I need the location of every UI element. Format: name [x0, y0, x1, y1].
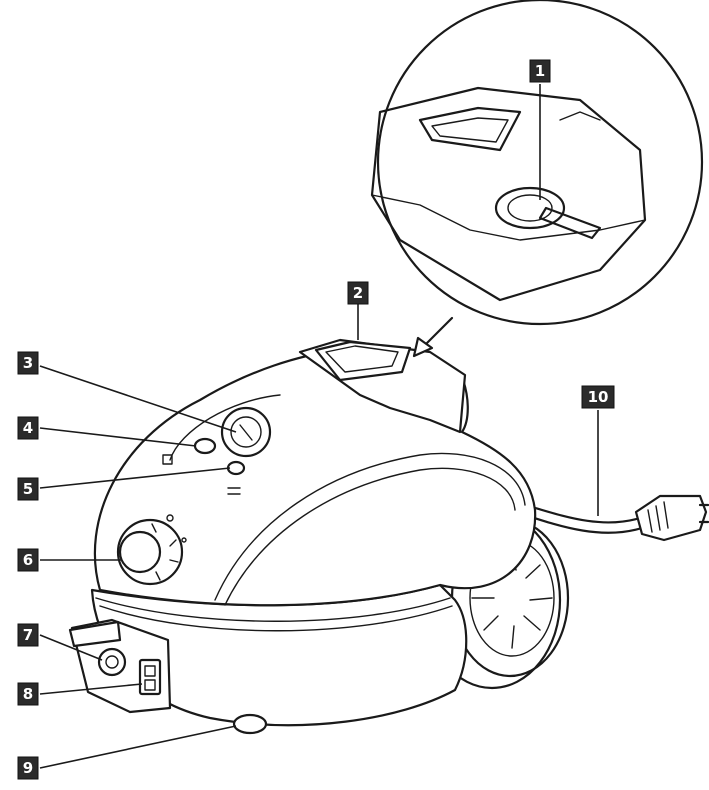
leader-lines: [39, 84, 599, 769]
callout-8: 8: [17, 682, 39, 706]
callout-8-label: 8: [23, 685, 33, 703]
callout-5: 5: [17, 477, 39, 501]
callout-3: 3: [17, 351, 39, 375]
callout-4-label: 4: [23, 419, 33, 437]
callout-10-label: 10: [588, 388, 609, 406]
callout-1-label: 1: [535, 62, 545, 80]
callout-7: 7: [17, 623, 39, 647]
callout-10: 10: [581, 385, 615, 409]
callout-1: 1: [529, 59, 551, 83]
callout-3-label: 3: [23, 354, 33, 372]
plug: [634, 494, 709, 542]
callout-4: 4: [17, 416, 39, 440]
callout-2-label: 2: [353, 284, 363, 302]
front-caster: [232, 713, 268, 735]
control-area: [162, 394, 281, 495]
callout-7-label: 7: [23, 626, 33, 644]
rotary-knob: [116, 514, 187, 586]
callout-2: 2: [347, 281, 369, 305]
top-handle: [298, 338, 467, 434]
callout-6: 6: [17, 548, 39, 572]
callout-5-label: 5: [23, 480, 33, 498]
zoom-arrow: [412, 316, 454, 358]
zoom-detail: [370, 0, 704, 326]
power-cord: [523, 503, 644, 534]
callout-9: 9: [17, 756, 39, 780]
callout-6-label: 6: [23, 551, 33, 569]
callout-9-label: 9: [23, 759, 33, 777]
